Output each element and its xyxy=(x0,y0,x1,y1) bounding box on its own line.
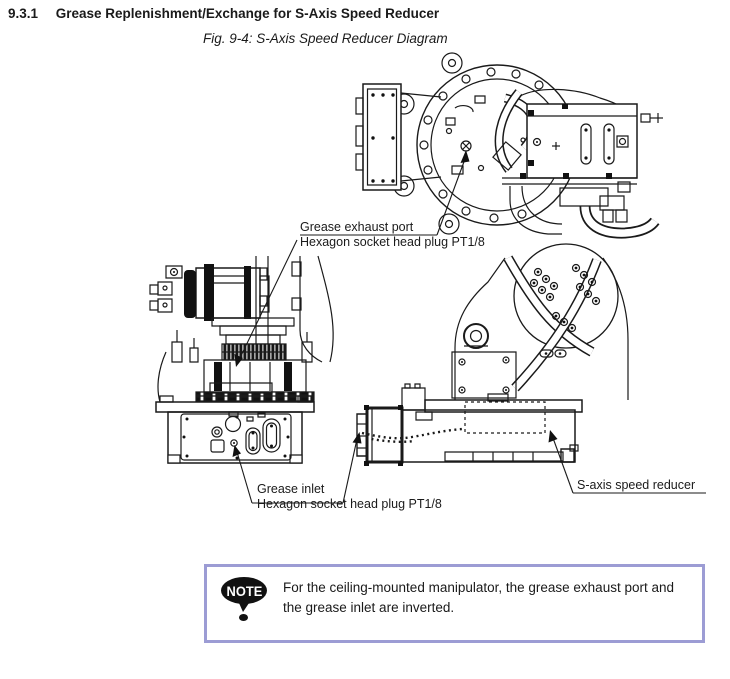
base-upper-housing xyxy=(158,330,314,402)
grease-exhaust-port-plug xyxy=(461,141,471,151)
grease-inlet-label-title: Grease inlet xyxy=(257,482,325,496)
upper-arm-housing-top-view xyxy=(520,89,663,178)
top-view xyxy=(356,53,663,234)
speed-reducer-dashed-outline xyxy=(465,402,545,433)
figure-caption: Fig. 9-4: S-Axis Speed Reducer Diagram xyxy=(203,31,448,46)
note-text: For the ceiling-mounted manipulator, the… xyxy=(283,580,674,615)
motor-pedestal xyxy=(212,318,294,360)
grease-exhaust-port-label: Grease exhaust port Hexagon socket head … xyxy=(300,220,485,250)
knurled-ring xyxy=(222,344,286,360)
s-axis-speed-reducer-label: S-axis speed reducer xyxy=(577,478,696,492)
grease-inlet-label-subtitle: Hexagon socket head plug PT1/8 xyxy=(257,497,442,511)
cable-outlet-top-view xyxy=(502,173,655,234)
base-body-front xyxy=(156,396,314,463)
dotted-cable-run xyxy=(362,429,463,442)
grease-exhaust-port-label-title: Grease exhaust port xyxy=(300,220,414,234)
note-speech-balloon-icon: NOTE xyxy=(207,567,269,640)
side-view xyxy=(357,244,628,466)
note-badge: NOTE xyxy=(226,582,262,599)
s-axis-motor xyxy=(150,264,269,321)
lower-arm-side xyxy=(452,244,628,400)
serrated-strip xyxy=(196,392,314,401)
section-heading: 9.3.1 Grease Replenishment/Exchange for … xyxy=(8,6,439,21)
section-number: 9.3.1 xyxy=(8,6,39,21)
grease-exhaust-port-label-subtitle: Hexagon socket head plug PT1/8 xyxy=(300,235,485,249)
inlet-leader xyxy=(232,432,362,503)
internal-hoses xyxy=(446,92,534,174)
lifting-eye xyxy=(464,324,488,348)
technical-diagram xyxy=(0,0,730,560)
exhaust-port-leader xyxy=(234,150,470,367)
bolt-clusters xyxy=(531,265,600,332)
grease-inlet-plug xyxy=(231,440,237,446)
section-title: Grease Replenishment/Exchange for S-Axis… xyxy=(55,6,440,21)
connector-panel-top-view xyxy=(356,84,441,190)
flange-bolt-holes xyxy=(420,68,543,222)
arm-column xyxy=(256,256,333,362)
flange-mounting-tabs xyxy=(394,53,462,234)
grease-inlet-label: Grease inlet Hexagon socket head plug PT… xyxy=(257,482,442,512)
connector-box-side xyxy=(357,405,403,466)
base-body-side xyxy=(402,384,582,462)
speed-reducer-leader xyxy=(548,430,707,493)
front-view xyxy=(150,256,333,463)
leader-lines xyxy=(232,150,707,503)
note-box: NOTE For the ceiling-mounted manipulator… xyxy=(204,564,705,643)
